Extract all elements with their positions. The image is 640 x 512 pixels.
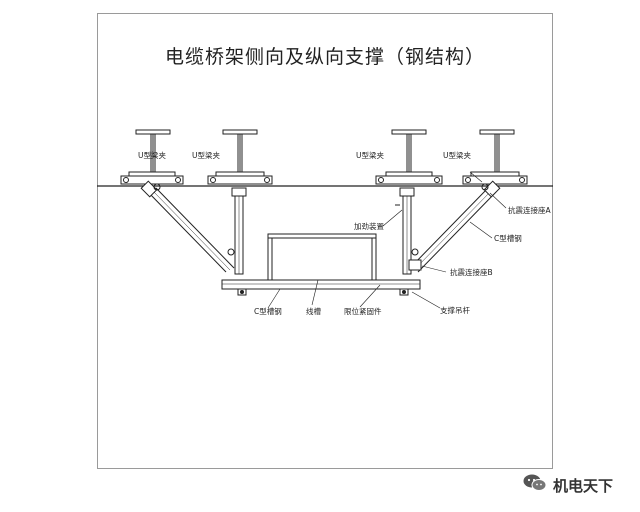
label-tray: 线槽 bbox=[306, 306, 321, 316]
label-anti-seismic-a: 抗震连接座A bbox=[508, 205, 551, 215]
label-limit-fixer: 限位紧固件 bbox=[344, 306, 382, 316]
right-vertical-hanger bbox=[399, 187, 422, 275]
label-reinforce: 加劲装置 bbox=[354, 221, 384, 231]
watermark: 机电天下 bbox=[522, 474, 613, 496]
diagram-title: 电缆桥架侧向及纵向支撑（钢结构） bbox=[164, 46, 485, 68]
bottom-c-channel bbox=[221, 279, 421, 296]
right-diagonal-brace bbox=[409, 180, 501, 273]
i-beam-1 bbox=[135, 129, 171, 172]
label-clamp-1: U型梁夹 bbox=[138, 150, 166, 160]
i-beam-3 bbox=[391, 129, 427, 172]
watermark-text: 机电天下 bbox=[553, 476, 614, 495]
label-clamp-3: U型梁夹 bbox=[356, 150, 384, 160]
label-anti-seismic-b: 抗震连接座B bbox=[450, 267, 493, 277]
left-vertical-hanger bbox=[227, 187, 247, 275]
i-beam-2 bbox=[222, 129, 258, 172]
left-diagonal-brace bbox=[140, 180, 235, 273]
label-clamp-4: U型梁夹 bbox=[443, 150, 471, 160]
label-c-channel-bottom: C型槽钢 bbox=[254, 306, 282, 316]
leader-lines bbox=[267, 171, 507, 309]
label-c-channel-right: C型槽钢 bbox=[494, 233, 522, 243]
i-beam-4 bbox=[479, 129, 515, 172]
label-clamp-2: U型梁夹 bbox=[192, 150, 220, 160]
beam-clamp-1 bbox=[120, 171, 184, 185]
beam-clamp-3 bbox=[375, 171, 443, 185]
wechat-icon bbox=[522, 473, 548, 497]
cable-tray bbox=[267, 233, 377, 281]
beam-clamp-2 bbox=[207, 171, 273, 185]
label-hanger-rod: 支撑吊杆 bbox=[440, 305, 470, 315]
